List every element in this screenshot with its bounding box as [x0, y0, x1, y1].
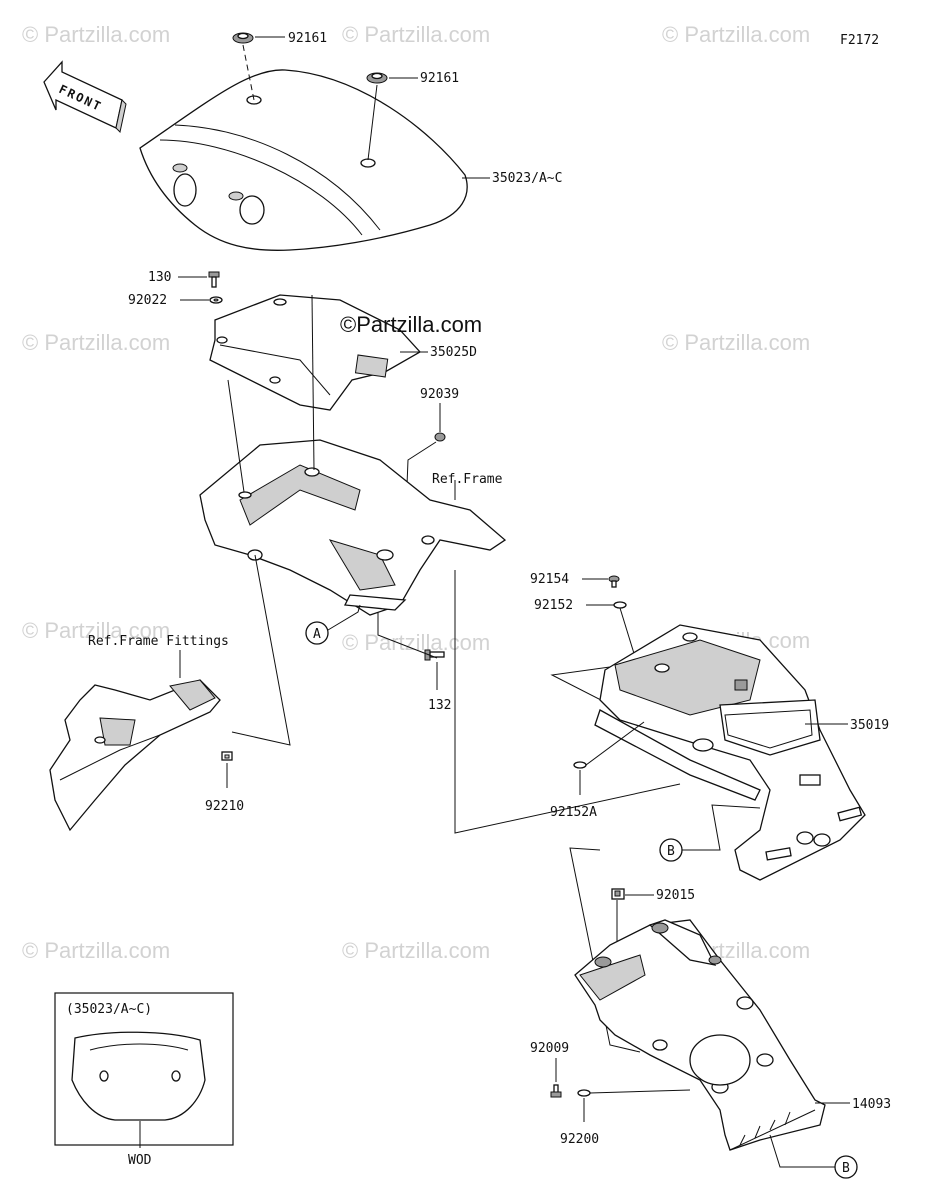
label-92152: 92152 [534, 598, 573, 613]
label-132: 132 [428, 698, 451, 713]
washer-92022-icon [209, 296, 223, 304]
label-92152a: 92152A [550, 805, 597, 820]
label-35019: 35019 [850, 718, 889, 733]
label-92210: 92210 [205, 799, 244, 814]
clip-92210-icon [221, 751, 233, 761]
washer-92200-icon [577, 1089, 591, 1097]
label-92200: 92200 [560, 1132, 599, 1147]
label-92154: 92154 [530, 572, 569, 587]
label-92022: 92022 [128, 293, 167, 308]
watermark: © Partzilla.com [22, 938, 170, 963]
washer-92152-icon [613, 601, 627, 609]
grommet-92161-right [366, 72, 418, 84]
label-92039: 92039 [420, 387, 459, 402]
inner-fender-14093 [574, 919, 826, 1151]
inset-caption: WOD [128, 1153, 152, 1168]
rear-frame [199, 439, 507, 616]
circle-b-label: B [667, 844, 675, 859]
label-35025d: 35025D [430, 345, 477, 360]
seat-cowl-35023 [139, 69, 468, 251]
watermark: © Partzilla.com [342, 22, 490, 47]
frame-fittings [49, 679, 221, 832]
label-92015: 92015 [656, 888, 695, 903]
washer-92152a-icon [573, 761, 587, 769]
circle-a-label: A [313, 627, 321, 642]
label-35023: 35023/A~C [492, 171, 562, 186]
front-arrow-icon: FRONT [43, 60, 127, 134]
label-ref-frame-fittings: Ref.Frame Fittings [88, 634, 229, 649]
screw-92009-icon [550, 1084, 562, 1098]
watermark: © Partzilla.com [342, 938, 490, 963]
label-92161-right: 92161 [420, 71, 459, 86]
figure-code: F2172 [840, 33, 879, 48]
label-130: 130 [148, 270, 171, 285]
watermark: © Partzilla.com [662, 22, 810, 47]
label-92009: 92009 [530, 1041, 569, 1056]
inset-title: (35023/A~C) [66, 1002, 152, 1017]
rear-fender-35019 [594, 624, 866, 881]
brand-watermark: ©Partzilla.com [340, 312, 482, 337]
watermark: © Partzilla.com [22, 618, 170, 643]
nut-92015-icon [611, 888, 625, 900]
label-ref-frame: Ref.Frame [432, 472, 503, 487]
nut-92039-icon [434, 432, 446, 442]
watermark: © Partzilla.com [342, 630, 490, 655]
callout-circle-a-left: A [305, 604, 361, 645]
watermark: © Partzilla.com [662, 330, 810, 355]
label-14093: 14093 [852, 1097, 891, 1112]
watermark: © Partzilla.com [22, 330, 170, 355]
cover-35025d [209, 294, 422, 411]
circle-b-label: B [842, 1161, 850, 1176]
label-92161-top: 92161 [288, 31, 327, 46]
watermark: © Partzilla.com [22, 22, 170, 47]
callout-circle-b-upper: B [659, 804, 761, 862]
bolt-92154-icon [608, 575, 620, 588]
inset-box: (35023/A~C) WOD [54, 992, 234, 1168]
grommet-92161-top [232, 32, 285, 44]
bolt-132-icon [424, 649, 445, 661]
callout-circle-b-lower: B [769, 1134, 858, 1179]
bolt-130-icon [208, 271, 220, 288]
